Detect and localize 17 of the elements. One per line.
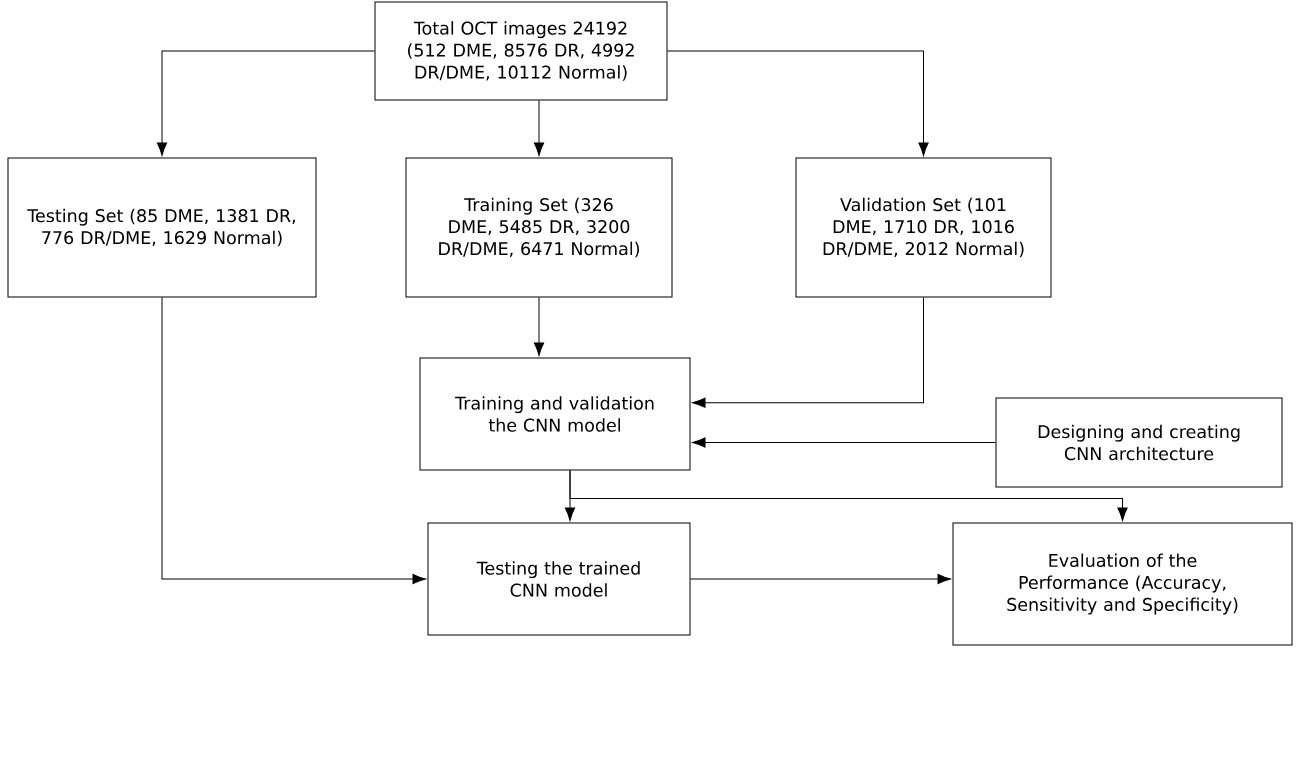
arrow bbox=[161, 297, 426, 585]
arrow bbox=[667, 50, 929, 156]
process-box: Validation Set (101 DME, 1710 DR, 1016 DR/DME, 2012 Normal) bbox=[795, 157, 1052, 298]
arrow bbox=[533, 100, 545, 156]
process-box: Training Set (326 DME, 5485 DR, 3200 DR/DME, 6471 Normal) bbox=[405, 157, 673, 298]
process-box: Total OCT images 24192 (512 DME, 8576 DR, 4992 DR/DME, 10112 Normal) bbox=[374, 1, 668, 101]
process-box: Testing the trained CNN model bbox=[427, 522, 691, 636]
arrow bbox=[692, 437, 996, 448]
arrow bbox=[692, 297, 924, 408]
process-box: Evaluation of the Performance (Accuracy, Sensitivity and Specificity) bbox=[952, 522, 1293, 646]
process-box: Training and validation the CNN model bbox=[419, 357, 691, 471]
process-box: Testing Set (85 DME, 1381 DR, 776 DR/DME, 1629 Normal) bbox=[7, 157, 317, 298]
arrow bbox=[690, 573, 951, 585]
arrow bbox=[156, 50, 375, 156]
arrow bbox=[569, 470, 1128, 521]
arrow bbox=[533, 297, 545, 356]
process-box: Designing and creating CNN architecture bbox=[995, 397, 1283, 488]
